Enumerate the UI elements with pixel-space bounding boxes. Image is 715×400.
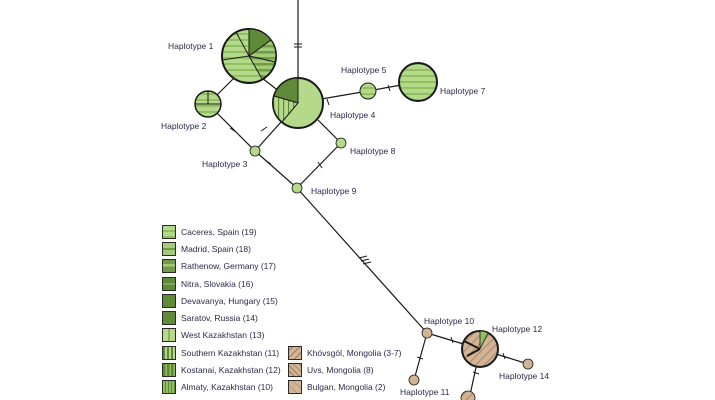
label-haplotype-14: Haplotype 14 (499, 371, 549, 381)
label-haplotype-2: Haplotype 2 (161, 121, 207, 131)
legend-item: Devavanya, Hungary (15) (162, 292, 281, 309)
label-haplotype-5: Haplotype 5 (341, 65, 387, 75)
label-haplotype-4: Haplotype 4 (330, 110, 376, 120)
node-haplotype-4 (272, 77, 324, 129)
swatch (288, 362, 302, 377)
node-haplotype-14 (522, 358, 534, 370)
label-haplotype-7: Haplotype 7 (440, 86, 486, 96)
swatch (162, 328, 176, 343)
node-haplotype-3 (249, 145, 261, 157)
label-haplotype-1: Haplotype 1 (168, 41, 214, 51)
swatch (162, 224, 176, 239)
swatch (162, 276, 176, 291)
label-haplotype-3: Haplotype 3 (202, 159, 248, 169)
legend-item: West Kazakhstan (13) (162, 327, 281, 344)
swatch (162, 241, 176, 256)
node-haplotype-10 (421, 327, 433, 339)
mutation-ticks (229, 43, 506, 375)
label-haplotype-10: Haplotype 10 (424, 316, 474, 326)
legend-item: Almaty, Kazakhstan (10) (162, 379, 281, 396)
swatch (162, 345, 176, 360)
legend-item: Kostanai, Kazakhstan (12) (162, 361, 281, 378)
node-haplotype-extra (460, 390, 476, 400)
legend-item: Southern Kazakhstan (11) (162, 344, 281, 361)
node-haplotype-11 (408, 374, 420, 386)
legend-item: Saratov, Russia (14) (162, 309, 281, 326)
legend-item: Caceres, Spain (19) (162, 223, 281, 240)
swatch (288, 380, 302, 395)
label-haplotype-9: Haplotype 9 (311, 186, 357, 196)
swatch (162, 311, 176, 326)
node-haplotype-1 (221, 28, 277, 84)
node-haplotype-5 (359, 82, 377, 100)
swatch (162, 363, 176, 378)
legend-item: Rathenow, Germany (17) (162, 258, 281, 275)
swatch (162, 380, 176, 395)
legend-item: Bulgan, Mongolia (2) (288, 379, 402, 396)
swatch (162, 293, 176, 308)
node-haplotype-7 (398, 62, 438, 102)
node-haplotype-2 (194, 90, 222, 118)
label-haplotype-11: Haplotype 11 (400, 387, 450, 397)
legend-europe-kazakhstan: Caceres, Spain (19) Madrid, Spain (18) R… (162, 223, 281, 396)
node-haplotype-9 (291, 182, 303, 194)
legend-item: Nitra, Slovakia (16) (162, 275, 281, 292)
legend-item: Uvs, Mongolia (8) (288, 361, 402, 378)
node-haplotype-8 (335, 137, 347, 149)
label-haplotype-12: Haplotype 12 (492, 324, 542, 334)
swatch (162, 259, 176, 274)
label-haplotype-8: Haplotype 8 (350, 146, 396, 156)
node-haplotype-12 (461, 330, 499, 368)
legend-item: Khövsgöl, Mongolia (3-7) (288, 344, 402, 361)
legend-mongolia: Khövsgöl, Mongolia (3-7) Uvs, Mongolia (… (288, 344, 402, 396)
legend-item: Madrid, Spain (18) (162, 240, 281, 257)
swatch (288, 345, 302, 360)
